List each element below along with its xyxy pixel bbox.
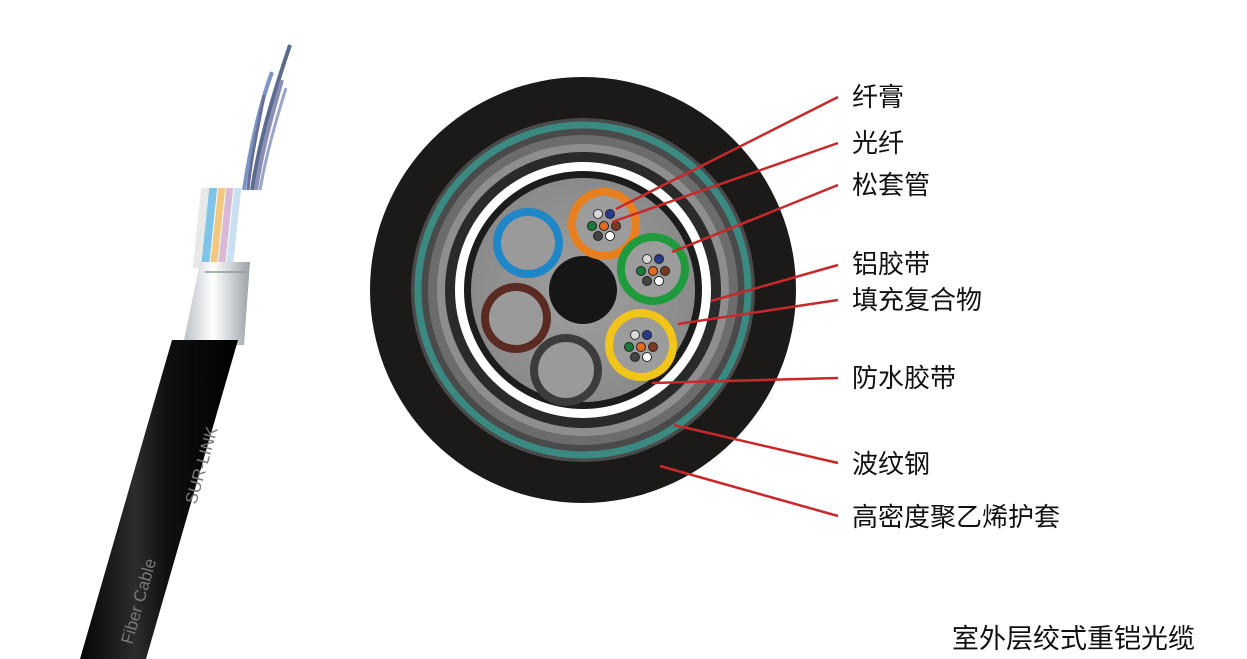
label-hdpe-sheath: 高密度聚乙烯护套 — [852, 503, 1060, 533]
loose-tube-yellow — [605, 309, 677, 381]
colored-fibers — [192, 188, 242, 268]
cable-cross-section — [370, 77, 796, 503]
tube-dark-gray — [530, 334, 602, 406]
loose-tube-green — [617, 233, 689, 305]
label-optical-fiber: 光纤 — [852, 129, 904, 159]
fiber-strands — [242, 44, 292, 191]
tube-blue — [493, 208, 563, 278]
label-loose-tube: 松套管 — [852, 171, 930, 201]
layer-labels: 纤膏 光纤 松套管 铝胶带 填充复合物 防水胶带 波纹钢 高密度聚乙烯护套 — [852, 83, 1060, 533]
cable-side-view: SUR-LINK Fiber Cable — [80, 44, 292, 659]
leader-lines — [611, 95, 839, 518]
foil-layer — [183, 262, 250, 345]
label-aluminum-tape: 铝胶带 — [852, 250, 930, 280]
cable-jacket — [80, 340, 238, 659]
leader-filling-compound — [677, 298, 839, 326]
label-water-blocking-tape: 防水胶带 — [852, 364, 956, 394]
diagram-caption: 室外层绞式重铠光缆 — [952, 624, 1195, 655]
label-filling-compound: 填充复合物 — [852, 286, 982, 316]
tube-brown — [481, 283, 551, 353]
leader-loose-tube — [671, 183, 839, 254]
leader-fiber-paste — [615, 95, 839, 211]
central-strength-member — [549, 256, 617, 324]
leader-corrugated-steel — [673, 423, 839, 465]
label-fiber-paste: 纤膏 — [852, 83, 904, 113]
leader-aluminum-tape — [710, 263, 839, 303]
leader-optical-fiber — [611, 141, 839, 224]
leader-hdpe-sheath — [659, 464, 839, 518]
leader-water-blocking-tape — [651, 376, 839, 385]
label-corrugated-steel: 波纹钢 — [852, 450, 930, 480]
